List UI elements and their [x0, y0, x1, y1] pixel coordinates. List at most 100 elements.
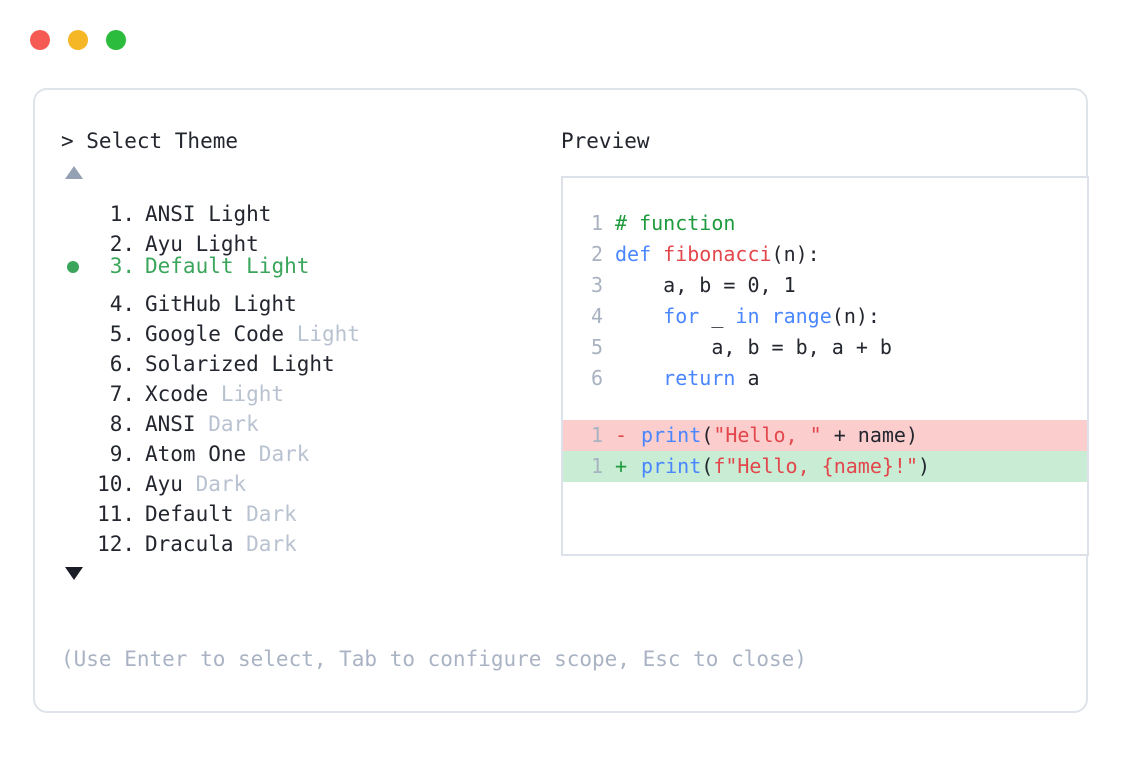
diff-sign: - — [615, 423, 628, 447]
code-line-text: # function — [615, 208, 735, 239]
code-token: ( — [701, 423, 714, 447]
minimize-button[interactable] — [68, 30, 88, 50]
theme-item-number: 9. — [109, 442, 135, 466]
code-line-text: a, b = 0, 1 — [615, 270, 796, 301]
theme-item-number: 6. — [109, 352, 135, 376]
theme-list-item[interactable]: 12.Dracula Dark — [61, 521, 541, 556]
theme-list-item[interactable]: 6.Solarized Light — [61, 341, 541, 376]
theme-list-item[interactable]: 7.Xcode Light — [61, 371, 541, 406]
code-line-text: a, b = b, a + b — [615, 332, 892, 363]
theme-list-item[interactable]: 5. Google Code Light — [61, 311, 541, 346]
preview-title: Preview — [561, 129, 650, 153]
selection-bullet-cell — [61, 341, 87, 371]
theme-item-number: 10. — [97, 472, 135, 496]
theme-item-name: Default — [145, 502, 234, 526]
code-token — [615, 366, 663, 390]
theme-item-variant: Light — [182, 232, 259, 256]
theme-list-item[interactable]: 3. Default Light — [61, 251, 541, 281]
line-number: 2 — [590, 242, 603, 266]
diff-sign: + — [615, 454, 628, 478]
maximize-button[interactable] — [106, 30, 126, 50]
theme-item-number: 12. — [97, 532, 135, 556]
line-number: 1 — [590, 211, 603, 235]
selection-bullet-cell — [61, 461, 87, 491]
code-line: 5 a, b = b, a + b — [563, 332, 1087, 363]
code-token: + name — [821, 423, 906, 447]
theme-item-name: Ayu — [145, 232, 183, 256]
code-token: for — [663, 304, 700, 328]
theme-item-number: 4. — [109, 292, 135, 316]
close-button[interactable] — [30, 30, 50, 50]
theme-item-name: Ayu — [145, 472, 183, 496]
theme-item-name: ANSI — [145, 202, 196, 226]
code-token — [760, 304, 772, 328]
theme-list-item[interactable]: 11. Default Dark — [61, 491, 541, 526]
diff-spacing — [629, 451, 641, 482]
selection-bullet-cell — [61, 252, 87, 282]
code-token: "Hello, " — [713, 423, 822, 447]
theme-list-item[interactable]: 10. Ayu Dark — [61, 461, 541, 496]
line-number: 6 — [590, 366, 603, 390]
line-number: 4 — [590, 304, 603, 328]
theme-list-item[interactable]: 8.ANSI Dark — [61, 401, 541, 436]
code-line-text: for _ in range(n): — [615, 301, 880, 332]
line-number: 5 — [590, 335, 603, 359]
theme-item-name: Default — [145, 254, 234, 278]
code-line: 6 return a — [563, 363, 1087, 394]
theme-item-variant: Dark — [233, 502, 297, 526]
code-token: f"Hello, {name}!" — [713, 454, 919, 478]
code-token: ( — [701, 454, 714, 478]
theme-item-name: Google Code — [145, 322, 285, 346]
theme-item-number: 11. — [97, 502, 135, 526]
code-token: def — [615, 242, 664, 266]
theme-list-item[interactable]: 1. ANSI Light — [61, 191, 541, 226]
theme-item-variant: Light — [284, 322, 360, 346]
theme-item-name: Atom One — [145, 442, 247, 466]
theme-item-name: Solarized — [145, 352, 259, 376]
code-line-text: return a — [615, 363, 759, 394]
keyboard-hint: (Use Enter to select, Tab to configure s… — [61, 647, 807, 671]
diff-line-text: print(f"Hello, {name}!") — [641, 451, 930, 482]
selection-bullet-cell — [61, 521, 87, 551]
theme-item-variant: Dark — [182, 472, 247, 496]
theme-item-variant: Light — [233, 254, 310, 278]
code-token: # function — [615, 211, 736, 235]
diff-block: 1- print("Hello, " + name)1+ print(f"Hel… — [563, 420, 1087, 482]
triangle-up-icon[interactable] — [65, 166, 83, 179]
triangle-down-icon[interactable] — [65, 567, 83, 580]
code-token: ) — [905, 423, 919, 447]
code-token: a, b = 0, 1 — [615, 273, 796, 297]
theme-item-variant: Light — [208, 382, 285, 406]
code-line: 1 # function — [563, 208, 1087, 239]
theme-item-number: 1. — [109, 202, 135, 226]
theme-item-number: 5. — [109, 322, 135, 346]
theme-list-item[interactable]: 4.GitHub Light — [61, 281, 541, 316]
theme-item-number: 3. — [109, 254, 135, 278]
theme-list-item[interactable]: 2.Ayu Light — [61, 221, 541, 256]
diff-line-number: 1 — [590, 423, 603, 447]
code-token: in — [735, 304, 760, 328]
selection-bullet-cell — [61, 401, 87, 431]
selection-bullet-cell — [61, 191, 87, 221]
selection-bullet-cell — [61, 371, 87, 401]
code-token: _ — [699, 304, 736, 328]
code-token: (n): — [831, 304, 880, 328]
selection-bullet-cell — [61, 281, 87, 311]
selection-bullet-cell — [61, 221, 87, 251]
theme-item-name: Dracula — [145, 532, 234, 556]
diff-line-text: print("Hello, " + name) — [641, 420, 918, 451]
code-line: 4 for _ in range(n): — [563, 301, 1087, 332]
theme-item-variant: Light — [195, 202, 272, 226]
theme-list-item[interactable]: 9.Atom One Dark — [61, 431, 541, 466]
code-token: print — [641, 423, 702, 447]
